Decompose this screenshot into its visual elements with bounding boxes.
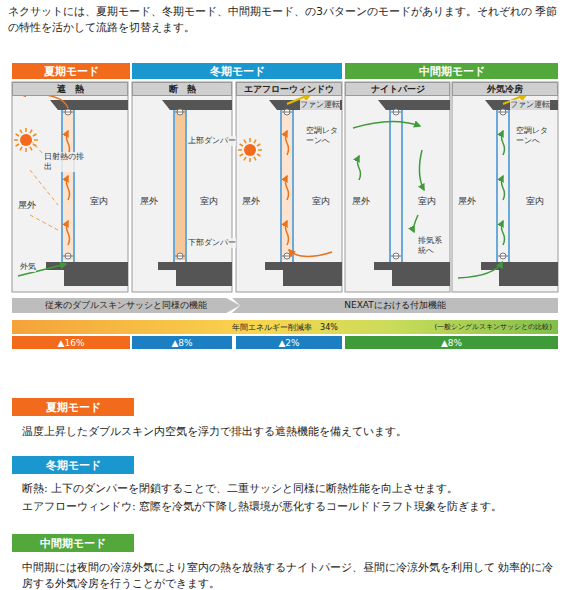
mode-band: 冬期モード <box>132 63 342 79</box>
part-label: 室内 <box>526 196 544 207</box>
node-text: ▲2% <box>278 338 299 348</box>
mode-band: ▲8% <box>132 336 232 349</box>
node-text: 従来のダブルスキンサッシと同様の機能 <box>45 299 207 312</box>
window-section <box>452 82 558 292</box>
window-section <box>12 82 128 292</box>
mode-band: 中間期モード <box>345 63 558 79</box>
part-label: 屋外 <box>140 196 158 207</box>
part-label: 室内 <box>90 196 108 207</box>
mode-panel: 遮 熱 <box>12 82 128 96</box>
node-text: 夏期モード <box>46 400 101 415</box>
part-label: 屋外 <box>352 196 370 207</box>
part-label: 外気 <box>20 262 36 272</box>
part-label: 室内 <box>312 196 330 207</box>
body-text: 中間期には夜間の冷涼外気により室内の熱を放熱するナイトパージ、昼間に冷涼外気を利… <box>22 560 562 590</box>
part-label: 室内 <box>418 196 436 207</box>
node-text: 中間期モード <box>419 64 485 79</box>
mode-band: 従来のダブルスキンサッシと同様の機能 <box>12 298 240 313</box>
part-label: 排気系統へ <box>418 236 448 256</box>
mode-panel: 断 熱 <box>132 82 232 96</box>
mode-band: ▲8% <box>345 336 558 349</box>
part-label: 上部ダンパー <box>188 136 236 146</box>
mode-band: NEXATにおける付加機能 <box>232 298 558 313</box>
node-text: NEXATにおける付加機能 <box>344 299 446 312</box>
mode-panel: ナイトパージ <box>345 82 450 96</box>
part-label: ファン運転 <box>510 100 550 110</box>
node-text: 断 熱 <box>169 83 196 96</box>
sun-icon <box>238 138 262 162</box>
node-text: エアフローウィンドウ <box>244 83 334 96</box>
mode-panel: 外気冷房 <box>452 82 558 96</box>
energy-bar: 年間エネルギー削減率 34%(一般シングルスキンサッシとの比較) <box>12 320 558 334</box>
body-text: 断熱: 上下のダンパーを閉鎖することで、二重サッシと同様に断熱性能を向上させます… <box>22 481 562 497</box>
mode-band: 中間期モード <box>12 534 134 552</box>
part-label: 下部ダンパー <box>188 238 236 248</box>
mode-band: ▲16% <box>12 336 130 349</box>
window-section <box>132 82 232 292</box>
part-label: 日射熱の排出 <box>44 152 84 172</box>
part-label: 屋外 <box>18 200 36 211</box>
node-text: 外気冷房 <box>487 83 523 96</box>
node-text: ▲8% <box>171 338 192 348</box>
window-section <box>345 82 450 292</box>
part-label: 屋外 <box>242 196 260 207</box>
body-text: エアフローウィンドウ: 窓際を冷気が下降し熱環境が悪化するコールドドラフト現象を… <box>22 499 562 515</box>
part-label: 空調レターンへ <box>306 126 340 146</box>
mode-band: 冬期モード <box>12 456 134 474</box>
part-label: 室内 <box>200 196 218 207</box>
window-section <box>236 82 342 292</box>
note-text: (一般シングルスキンサッシとの比較) <box>435 322 552 332</box>
node-text: ナイトパージ <box>371 83 425 96</box>
node-text: 冬期モード <box>46 458 101 473</box>
node-text: 夏期モード <box>44 64 99 79</box>
mode-band: ▲2% <box>236 336 342 349</box>
node-text: 冬期モード <box>210 64 265 79</box>
part-label: ファン運転 <box>300 100 340 110</box>
node-text: ▲8% <box>441 338 462 348</box>
sun-icon <box>14 128 38 152</box>
part-label: 屋外 <box>458 196 476 207</box>
node-text: 遮 熱 <box>57 83 84 96</box>
body-text: 温度上昇したダブルスキン内空気を浮力で排出する遮熱機能を備えています。 <box>22 424 562 440</box>
body-text: ネクサットには、夏期モード、冬期モード、中間期モード、の3パターンのモードがあり… <box>8 4 564 36</box>
node-text: 中間期モード <box>40 536 106 551</box>
part-label: 空調レターンへ <box>516 126 550 146</box>
mode-panel: エアフローウィンドウ <box>236 82 342 96</box>
node-text: ▲16% <box>58 338 85 348</box>
mode-band: 夏期モード <box>12 398 134 416</box>
mode-band: 夏期モード <box>12 63 130 79</box>
